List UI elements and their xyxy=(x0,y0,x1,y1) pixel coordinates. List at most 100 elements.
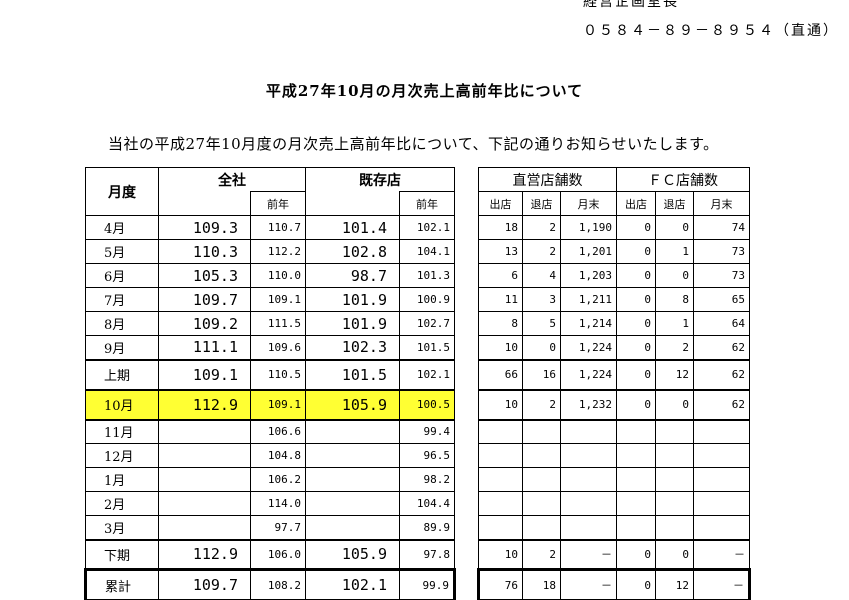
direct-close-count: 18 xyxy=(522,568,561,600)
fc-close-count: 8 xyxy=(655,287,694,312)
row-month-label: 2月 xyxy=(85,491,159,516)
all-stores-prev-ratio: 110.7 xyxy=(250,215,306,240)
direct-close-count xyxy=(522,467,561,492)
fc-open-count xyxy=(616,418,656,444)
direct-open-count xyxy=(478,443,523,468)
fc-close-count: 1 xyxy=(655,311,694,336)
fc-open-count xyxy=(616,491,656,516)
intro-paragraph: 当社の平成27年10月度の月次売上高前年比について、下記の通りお知らせいたします… xyxy=(108,135,719,153)
direct-month-end-count: 1,190 xyxy=(560,215,617,240)
fc-open-count: 0 xyxy=(616,568,656,600)
existing-stores-prev-ratio: 99.9 xyxy=(399,568,456,600)
fc-month-end-count: 62 xyxy=(693,388,750,420)
all-stores-ratio: 109.2 xyxy=(158,311,251,336)
all-stores-ratio: 109.3 xyxy=(158,215,251,240)
fc-open-count xyxy=(616,443,656,468)
fc-close-count xyxy=(655,515,694,540)
fc-open-count: 0 xyxy=(616,388,656,420)
row-month-label: 8月 xyxy=(85,311,159,336)
col-header-month: 月度 xyxy=(85,167,159,216)
all-stores-ratio: 109.7 xyxy=(158,287,251,312)
direct-open-count: 11 xyxy=(478,287,523,312)
existing-stores-ratio xyxy=(305,515,400,540)
all-stores-prev-ratio: 104.8 xyxy=(250,443,306,468)
fc-open-count: 0 xyxy=(616,239,656,264)
fc-open-count: 0 xyxy=(616,538,656,570)
all-stores-ratio: 105.3 xyxy=(158,263,251,288)
existing-stores-ratio xyxy=(305,467,400,492)
table-row xyxy=(478,515,750,540)
fc-month-end-count xyxy=(693,443,750,468)
fc-month-end-count: － xyxy=(693,538,750,570)
existing-stores-prev-ratio: 104.1 xyxy=(399,239,455,264)
direct-close-count xyxy=(522,418,561,444)
existing-stores-prev-ratio: 99.4 xyxy=(399,418,455,444)
col-header-fc-end: 月末 xyxy=(693,191,750,216)
direct-month-end-count: 1,232 xyxy=(560,388,617,420)
existing-stores-prev-ratio: 102.1 xyxy=(399,215,455,240)
direct-close-count: 2 xyxy=(522,239,561,264)
fc-month-end-count xyxy=(693,418,750,444)
existing-stores-ratio: 105.9 xyxy=(305,538,400,570)
existing-stores-prev-ratio: 104.4 xyxy=(399,491,455,516)
all-stores-ratio xyxy=(158,418,251,444)
direct-close-count: 2 xyxy=(522,538,561,570)
direct-month-end-count xyxy=(560,443,617,468)
direct-month-end-count: 1,203 xyxy=(560,263,617,288)
fc-close-count: 0 xyxy=(655,263,694,288)
existing-stores-ratio: 102.1 xyxy=(305,568,400,600)
all-stores-prev-ratio: 109.6 xyxy=(250,335,306,360)
fc-close-count: 0 xyxy=(655,388,694,420)
direct-month-end-count: 1,224 xyxy=(560,358,617,390)
fc-open-count: 0 xyxy=(616,311,656,336)
existing-stores-prev-ratio: 98.2 xyxy=(399,467,455,492)
fc-open-count xyxy=(616,515,656,540)
existing-stores-prev-ratio: 97.8 xyxy=(399,538,455,570)
existing-stores-prev-ratio: 101.3 xyxy=(399,263,455,288)
row-month-label: 4月 xyxy=(85,215,159,240)
direct-open-count: 10 xyxy=(478,335,523,360)
col-header-existing-prev: 前年 xyxy=(399,191,455,216)
row-month-label: 1月 xyxy=(85,467,159,492)
fc-month-end-count: 74 xyxy=(693,215,750,240)
existing-stores-ratio: 101.4 xyxy=(305,215,400,240)
row-month-label: 12月 xyxy=(85,443,159,468)
col-header-all-prev: 前年 xyxy=(250,191,306,216)
col-header-fc-open: 出店 xyxy=(616,191,656,216)
col-header-all: 全社 xyxy=(158,167,306,192)
existing-stores-ratio xyxy=(305,418,400,444)
fc-month-end-count xyxy=(693,467,750,492)
fc-open-count: 0 xyxy=(616,358,656,390)
direct-open-count: 6 xyxy=(478,263,523,288)
col-header-direct: 直営店舗数 xyxy=(478,167,617,192)
existing-stores-prev-ratio: 100.9 xyxy=(399,287,455,312)
all-stores-prev-ratio: 109.1 xyxy=(250,287,306,312)
direct-open-count: 66 xyxy=(478,358,523,390)
direct-close-count: 4 xyxy=(522,263,561,288)
all-stores-ratio xyxy=(158,491,251,516)
direct-close-count xyxy=(522,443,561,468)
all-stores-prev-ratio: 112.2 xyxy=(250,239,306,264)
direct-close-count: 2 xyxy=(522,388,561,420)
existing-stores-ratio: 98.7 xyxy=(305,263,400,288)
all-stores-prev-ratio: 110.0 xyxy=(250,263,306,288)
fc-month-end-count: 62 xyxy=(693,335,750,360)
direct-month-end-count: 1,224 xyxy=(560,335,617,360)
all-stores-ratio: 110.3 xyxy=(158,239,251,264)
contact-phone: ０５８４－８９－８９５４（直通） xyxy=(583,23,839,39)
fc-close-count: 0 xyxy=(655,215,694,240)
fc-close-count: 2 xyxy=(655,335,694,360)
